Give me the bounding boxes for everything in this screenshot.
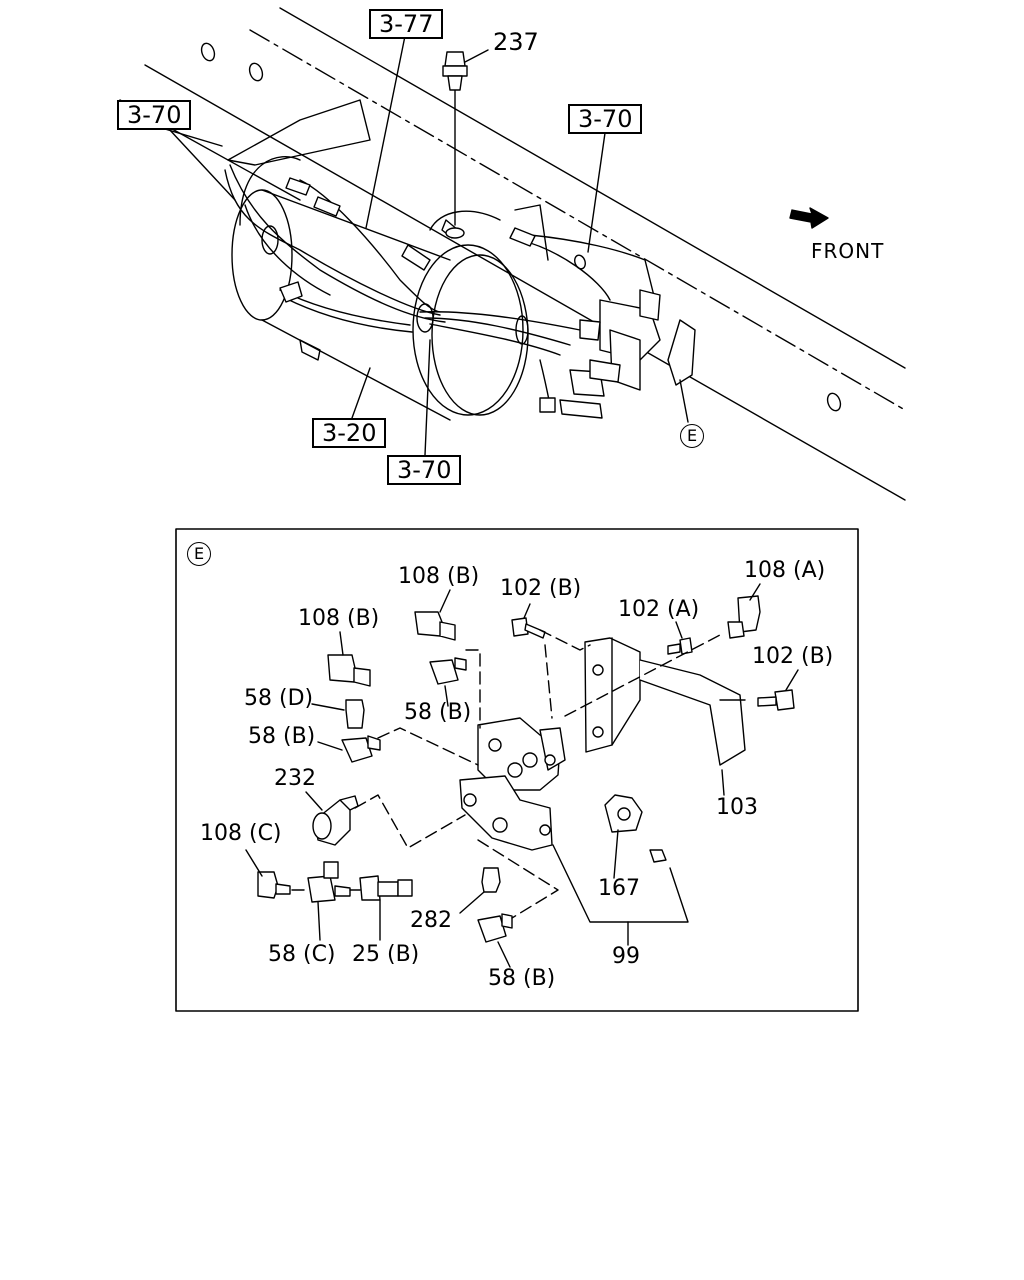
detail-frame bbox=[175, 528, 859, 1012]
label-58d: 58 (D) bbox=[244, 686, 314, 711]
ref-box-3-70-bottom: 3-70 bbox=[387, 455, 462, 485]
label-108b-left: 108 (B) bbox=[298, 606, 380, 631]
detail-fittings-drawing bbox=[257, 595, 795, 943]
label-58b-mid: 58 (B) bbox=[248, 724, 316, 749]
ref-box-3-20: 3-20 bbox=[312, 418, 387, 448]
detail-dashed-lines bbox=[291, 629, 721, 919]
part-167-drawing bbox=[604, 794, 667, 863]
label-167: 167 bbox=[598, 876, 640, 901]
label-58c: 58 (C) bbox=[268, 942, 336, 967]
detail-leaders bbox=[245, 583, 799, 968]
frame-rail-drawing bbox=[119, 7, 906, 501]
ref-box-3-77: 3-77 bbox=[369, 9, 444, 39]
front-arrow-icon bbox=[789, 207, 829, 229]
label-108b-top: 108 (B) bbox=[398, 564, 480, 589]
air-lines-drawing bbox=[224, 164, 656, 406]
label-102b-left: 102 (B) bbox=[500, 576, 582, 601]
label-99: 99 bbox=[612, 944, 640, 969]
label-282: 282 bbox=[410, 908, 452, 933]
label-108c: 108 (C) bbox=[200, 821, 282, 846]
label-103: 103 bbox=[716, 795, 758, 820]
detail-marker-e-overview: E bbox=[680, 424, 704, 448]
part-label-237: 237 bbox=[493, 28, 539, 56]
bracket-drawing bbox=[584, 637, 746, 766]
valve-body-drawing bbox=[459, 717, 566, 851]
detail-marker-e: E bbox=[187, 542, 211, 566]
label-58b-bottom: 58 (B) bbox=[488, 966, 556, 991]
valve-assembly-drawing bbox=[539, 289, 696, 419]
label-102b-right: 102 (B) bbox=[752, 644, 834, 669]
air-tank-drawing bbox=[227, 99, 549, 421]
overview-leaders bbox=[154, 35, 606, 456]
front-label: FRONT bbox=[811, 239, 885, 263]
part-237-drawing bbox=[442, 51, 468, 239]
ref-box-3-70-right: 3-70 bbox=[568, 104, 643, 134]
label-108a: 108 (A) bbox=[744, 558, 826, 583]
ref-box-3-70-left: 3-70 bbox=[117, 100, 192, 130]
tank-fittings-drawing bbox=[279, 177, 536, 303]
label-25b: 25 (B) bbox=[352, 942, 420, 967]
label-232: 232 bbox=[274, 766, 316, 791]
label-102a: 102 (A) bbox=[618, 597, 700, 622]
label-58b-top: 58 (B) bbox=[404, 700, 472, 725]
